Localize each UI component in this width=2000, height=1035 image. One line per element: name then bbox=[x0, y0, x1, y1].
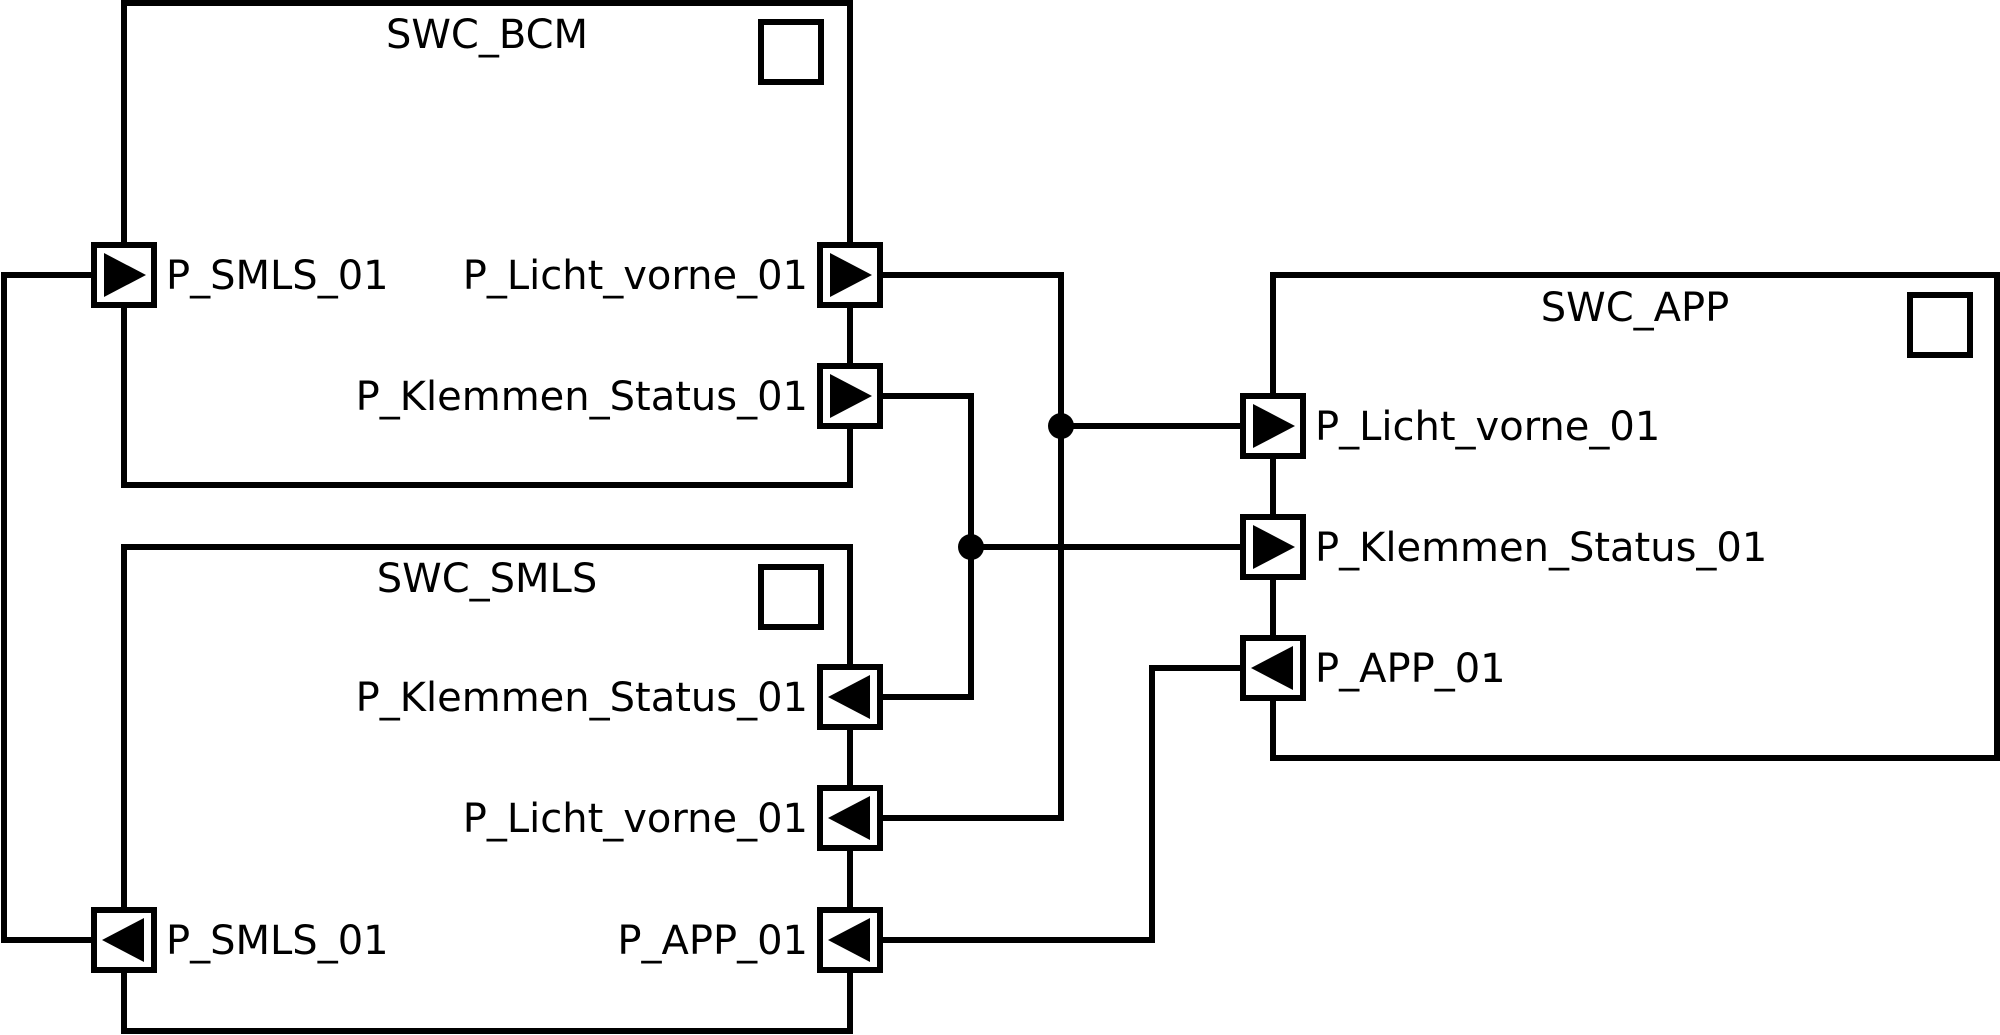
component-title-bcm: SWC_BCM bbox=[386, 12, 588, 58]
require-port-icon bbox=[1251, 646, 1293, 690]
require-port-icon bbox=[828, 918, 870, 962]
connector-klemmen-status[interactable] bbox=[880, 393, 974, 700]
port-label-smls-smls: P_SMLS_01 bbox=[166, 918, 389, 964]
connectors bbox=[1, 272, 1243, 943]
port-label-bcm-klemmen-status: P_Klemmen_Status_01 bbox=[356, 374, 808, 420]
component-swc-bcm[interactable]: SWC_BCM P_SMLS_01 P_Licht_vorne_01 P_Kle… bbox=[91, 0, 883, 488]
require-port-icon bbox=[828, 675, 870, 719]
port-app-app[interactable] bbox=[1240, 635, 1306, 701]
port-smls-licht-vorne[interactable] bbox=[817, 785, 883, 851]
require-port-icon bbox=[102, 918, 144, 962]
port-bcm-klemmen-status[interactable] bbox=[817, 363, 883, 429]
connector-smls[interactable] bbox=[1, 272, 94, 943]
port-bcm-licht-vorne[interactable] bbox=[817, 242, 883, 308]
component-swc-smls[interactable]: SWC_SMLS P_Klemmen_Status_01 P_Licht_vor… bbox=[91, 544, 883, 1034]
port-label-smls-app: P_APP_01 bbox=[617, 918, 808, 964]
port-label-smls-licht-vorne: P_Licht_vorne_01 bbox=[463, 796, 808, 842]
component-icon bbox=[758, 19, 824, 85]
port-label-bcm-licht-vorne: P_Licht_vorne_01 bbox=[463, 253, 808, 299]
provide-port-icon bbox=[104, 253, 146, 297]
require-port-icon bbox=[828, 796, 870, 840]
port-label-smls-klemmen-status: P_Klemmen_Status_01 bbox=[356, 675, 808, 721]
connector-app[interactable] bbox=[880, 665, 1243, 943]
port-app-klemmen-status[interactable] bbox=[1240, 514, 1306, 580]
port-smls-smls[interactable] bbox=[91, 907, 157, 973]
component-title-smls: SWC_SMLS bbox=[377, 556, 597, 602]
port-smls-app[interactable] bbox=[817, 907, 883, 973]
component-title-app: SWC_APP bbox=[1541, 285, 1729, 331]
provide-port-icon bbox=[830, 374, 872, 418]
port-bcm-smls[interactable] bbox=[91, 242, 157, 308]
provide-port-icon bbox=[1253, 525, 1295, 569]
port-label-app-licht-vorne: P_Licht_vorne_01 bbox=[1315, 404, 1660, 450]
component-icon bbox=[758, 564, 824, 630]
component-box-smls bbox=[121, 544, 853, 1034]
component-swc-app[interactable]: SWC_APP P_Licht_vorne_01 P_Klemmen_Statu… bbox=[1240, 272, 2000, 761]
provide-port-icon bbox=[1253, 404, 1295, 448]
port-label-app-klemmen-status: P_Klemmen_Status_01 bbox=[1315, 525, 1767, 571]
port-smls-klemmen-status[interactable] bbox=[817, 664, 883, 730]
provide-port-icon bbox=[830, 253, 872, 297]
junction-klemmen-status bbox=[958, 534, 984, 560]
component-box-app bbox=[1270, 272, 2000, 761]
junction-licht-vorne bbox=[1048, 413, 1074, 439]
component-icon bbox=[1907, 292, 1973, 358]
port-label-bcm-smls: P_SMLS_01 bbox=[166, 253, 389, 299]
port-app-licht-vorne[interactable] bbox=[1240, 393, 1306, 459]
port-label-app-app: P_APP_01 bbox=[1315, 646, 1506, 692]
